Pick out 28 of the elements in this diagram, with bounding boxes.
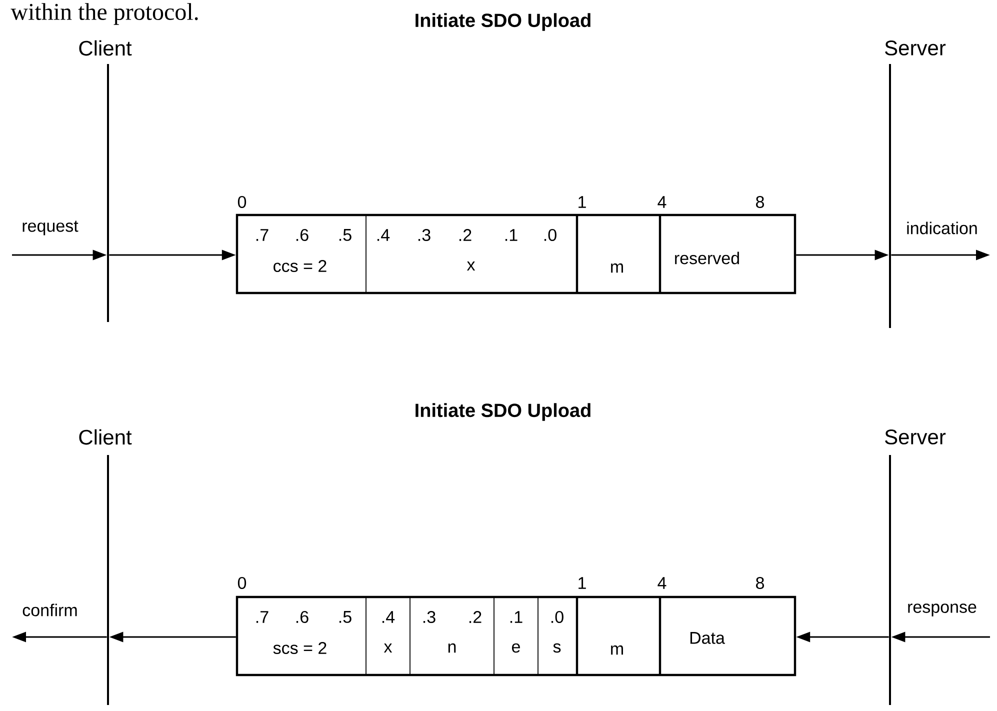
edge-label: indication — [905, 220, 979, 236]
field-cell: .7 .6 .5 scs = 2 — [236, 596, 366, 676]
field-cell: Data — [660, 596, 796, 676]
field-cell: m — [576, 596, 660, 676]
participant-name: Client — [79, 429, 132, 445]
panel-title: Initiate SDO Upload — [416, 403, 590, 421]
byte-offset: 4 — [658, 196, 666, 208]
message-frame — [236, 214, 796, 294]
field-cell: .1 e — [494, 596, 538, 676]
edge-label: confirm — [21, 602, 79, 618]
panel-title: Initiate SDO Upload — [416, 13, 590, 31]
participant-name: Server — [885, 430, 946, 444]
participant-name: Client — [79, 40, 132, 56]
byte-offset: 1 — [578, 577, 586, 589]
field-cell: reserved — [660, 214, 796, 294]
byte-offset: 4 — [658, 577, 666, 589]
field-cell: m — [576, 214, 660, 294]
body-text: within the protocol. — [10, 3, 198, 25]
message-frame — [236, 596, 796, 676]
field-cell: .7 .6 .5 ccs = 2 — [236, 214, 366, 294]
edge-label: request — [20, 220, 80, 236]
field-cell: .3 .2 n — [410, 596, 494, 676]
field-cell: .4 .3 .2 .1 .0 x — [366, 214, 578, 294]
field-cell: .0 s — [538, 596, 578, 676]
participant-name: Server — [885, 40, 946, 56]
field-cell: .4 x — [366, 596, 410, 676]
edge-label: response — [906, 602, 978, 618]
byte-offset: 1 — [578, 196, 586, 208]
